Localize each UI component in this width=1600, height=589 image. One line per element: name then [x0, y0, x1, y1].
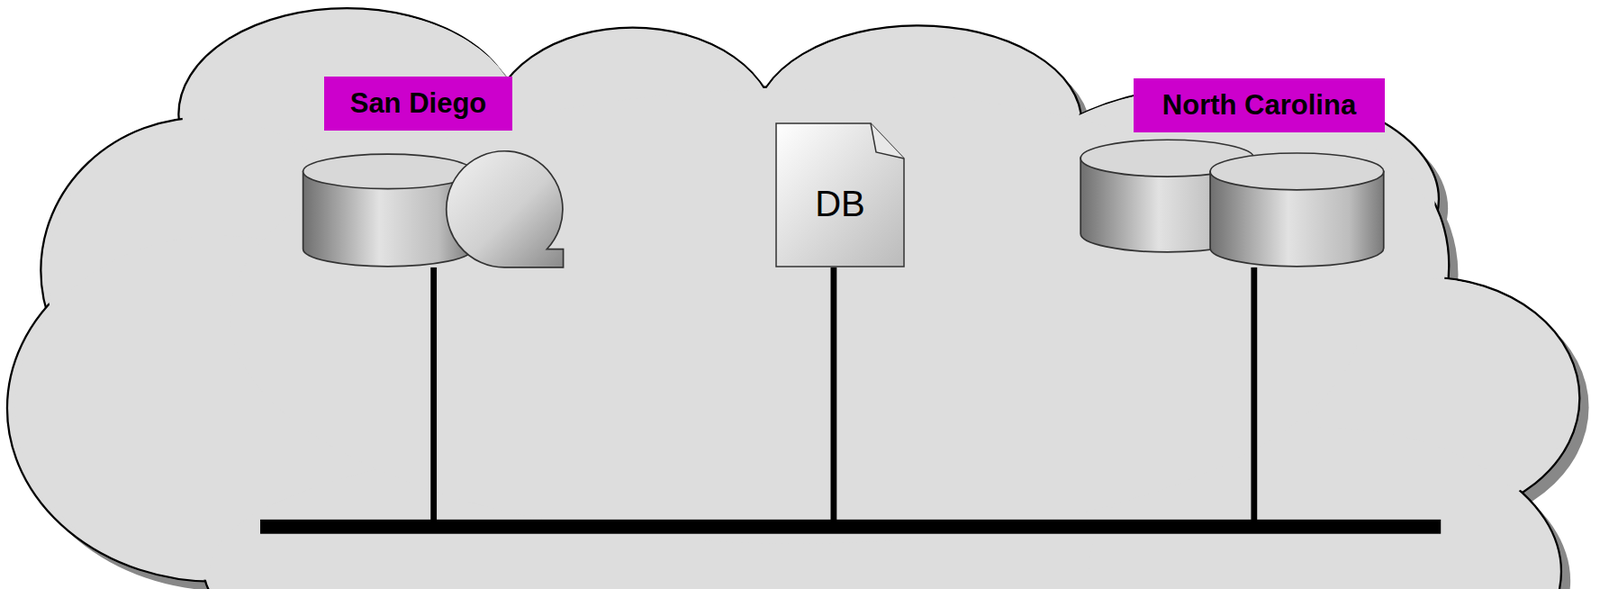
site-name: North Carolina: [1162, 89, 1356, 122]
disk-tape-icon: [303, 151, 564, 268]
network-bus: [260, 519, 1441, 534]
database-document: DB: [775, 122, 905, 268]
disk-pair-icon: [1080, 139, 1384, 267]
site-label: North Carolina: [1133, 78, 1385, 133]
site-name: San Diego: [350, 87, 488, 120]
bus-drop: [1250, 267, 1257, 523]
site-label: San Diego: [324, 76, 513, 131]
bus-drop: [430, 267, 437, 523]
document-text: DB: [814, 183, 866, 225]
bus-drop: [831, 267, 838, 523]
